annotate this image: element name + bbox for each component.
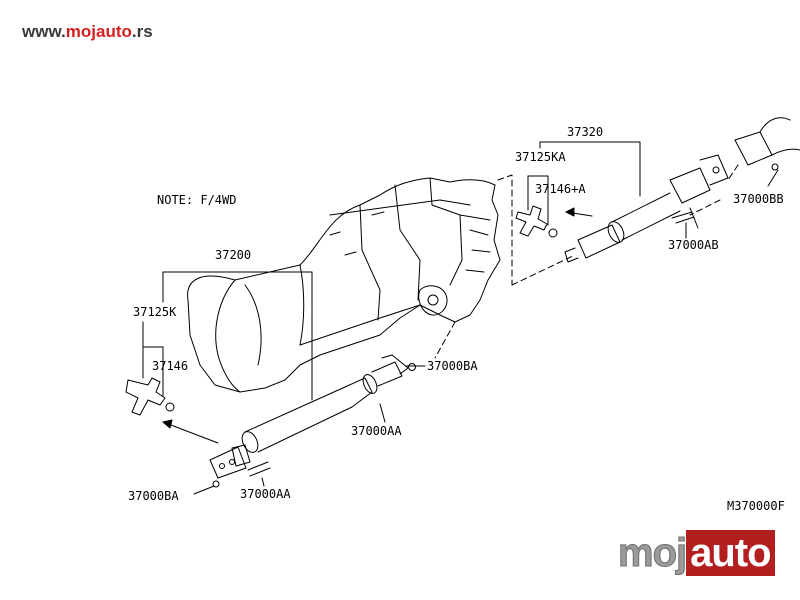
site-url-brand: mojauto [65,22,132,41]
part-label-37000AA-upper: 37000AA [351,424,402,438]
transmission-assembly [187,177,501,393]
part-label-37320: 37320 [567,125,603,139]
rear-universal-joint-cross [125,377,175,416]
site-url[interactable]: www.mojauto.rs [22,22,153,42]
front-axle-callout-lines [434,174,576,359]
callout-leader-lines [142,141,779,495]
part-label-37146A: 37146+A [535,182,586,196]
note-label: NOTE: F/4WD [157,193,236,207]
watermark-part-b: auto [686,530,775,576]
site-url-prefix: www. [22,22,66,41]
rear-propeller-shaft [209,354,416,488]
part-label-37125K: 37125K [133,305,177,319]
part-label-37000BA-lower: 37000BA [128,489,179,503]
part-label-37200: 37200 [215,248,251,262]
front-universal-joint-cross [515,205,558,238]
front-flange-callout-lines [689,164,739,216]
part-label-37000BA-upper: 37000BA [427,359,478,373]
part-label-37000AA-lower: 37000AA [240,487,291,501]
site-url-suffix: .rs [131,22,153,41]
part-label-37000AB: 37000AB [668,238,719,252]
direction-arrows [162,207,593,444]
front-propeller-shaft [564,117,800,263]
drawing-code: M370000F [727,499,785,513]
part-label-37000BB: 37000BB [733,192,784,206]
part-label-37125KA: 37125KA [515,150,566,164]
watermark-part-a: moj [617,531,687,576]
part-label-37146: 37146 [152,359,188,373]
